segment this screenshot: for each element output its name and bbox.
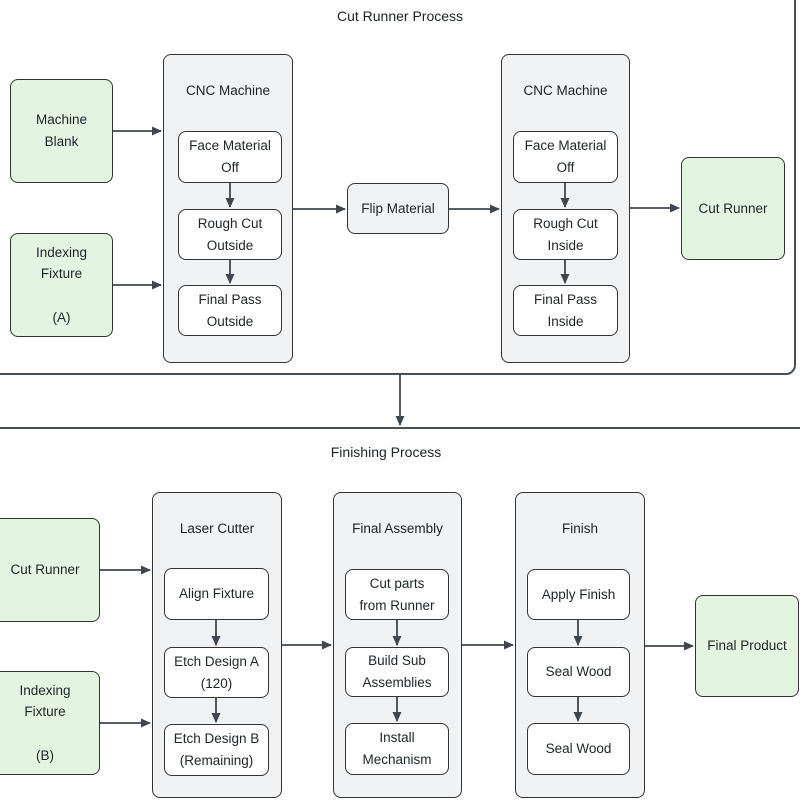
- container-finish-title: Finish: [561, 521, 598, 536]
- node-indexing-fixture-b: Indexing Fixture (B): [0, 671, 100, 775]
- node-final-product: Final Product: [695, 595, 799, 697]
- cut-runner-section-title: Cut Runner Process: [336, 8, 464, 24]
- step-cut-parts-from-runner: Cut parts from Runner: [345, 569, 449, 620]
- node-indexing-fixture-a: Indexing Fixture (A): [10, 233, 113, 337]
- finishing-section-rect: [0, 427, 800, 807]
- container-final-assembly-title: Final Assembly: [352, 521, 443, 536]
- step-face-material-off-2: Face Material Off: [513, 131, 618, 183]
- node-cut-runner-bottom-label: Cut Runner: [10, 562, 80, 578]
- node-machine-blank: Machine Blank: [10, 79, 113, 183]
- node-cut-runner-top: Cut Runner: [681, 157, 785, 260]
- node-machine-blank-label: Machine Blank: [35, 112, 88, 149]
- step-etch-design-a: Etch Design A (120): [164, 647, 269, 698]
- node-flip-material: Flip Material: [347, 183, 449, 234]
- node-indexing-fixture-b-label: Indexing Fixture (B): [19, 682, 71, 763]
- node-flip-material-label: Flip Material: [361, 201, 435, 216]
- step-rough-cut-inside: Rough Cut Inside: [513, 209, 618, 260]
- step-rough-cut-outside: Rough Cut Outside: [178, 209, 282, 260]
- container-laser-cutter-title: Laser Cutter: [179, 521, 255, 536]
- step-apply-finish: Apply Finish: [527, 569, 630, 620]
- step-final-pass-outside: Final Pass Outside: [178, 285, 282, 336]
- container-cnc-machine-1-title: CNC Machine: [185, 83, 271, 98]
- finishing-section-title: Finishing Process: [330, 444, 442, 460]
- container-cnc-machine-2-title: CNC Machine: [523, 83, 608, 98]
- node-final-product-label: Final Product: [707, 638, 787, 654]
- step-seal-wood-1: Seal Wood: [527, 647, 630, 697]
- step-align-fixture: Align Fixture: [164, 568, 269, 620]
- node-cut-runner-top-label: Cut Runner: [698, 200, 768, 216]
- step-face-material-off-1: Face Material Off: [178, 131, 282, 183]
- node-cut-runner-bottom: Cut Runner: [0, 518, 100, 622]
- step-seal-wood-2: Seal Wood: [527, 723, 630, 775]
- step-final-pass-inside: Final Pass Inside: [513, 285, 618, 336]
- step-install-mechanism: Install Mechanism: [345, 723, 449, 775]
- step-build-sub-assemblies: Build Sub Assemblies: [345, 647, 449, 697]
- cut-runner-section-rect: [0, 0, 796, 375]
- step-etch-design-b: Etch Design B (Remaining): [164, 724, 269, 776]
- node-indexing-fixture-a-label: Indexing Fixture (A): [35, 244, 88, 325]
